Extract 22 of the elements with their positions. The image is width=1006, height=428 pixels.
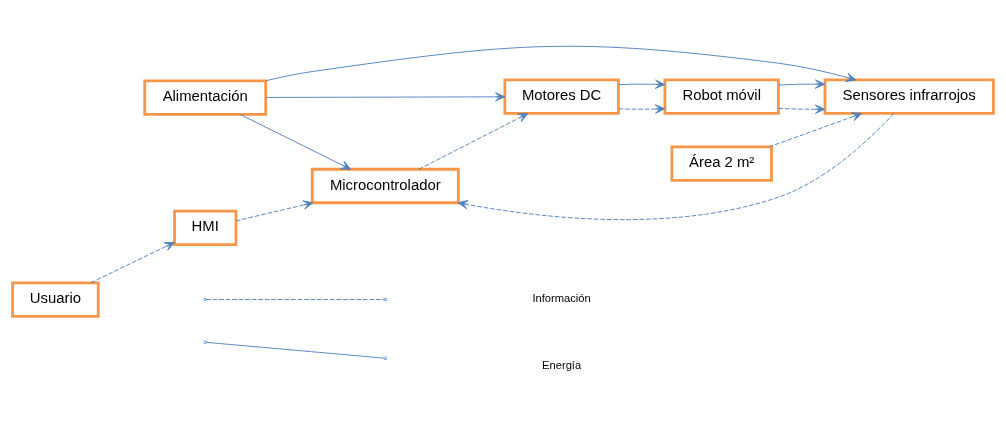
arrow (778, 78, 826, 89)
arrow (618, 79, 666, 89)
node-box: Usuario (11, 280, 100, 318)
arrow (265, 91, 506, 101)
node-box: HMI (173, 209, 238, 246)
arrow (618, 103, 666, 114)
node-box: Alimentación (143, 78, 268, 116)
node-box: Microcontrolador (310, 167, 460, 204)
arrow (457, 112, 894, 220)
arrow (768, 111, 863, 147)
arrow (90, 241, 175, 283)
arrow (778, 104, 826, 114)
node-box: Robot móvil (663, 78, 780, 115)
legend-label: Energía (542, 358, 582, 371)
node-box: Motores DC (503, 78, 620, 115)
node-box: Área 2 m² (670, 145, 773, 182)
arrow (265, 45, 857, 82)
node-box: Sensores infrarrojos (823, 78, 995, 115)
arrow (235, 199, 314, 221)
arrow (239, 113, 351, 170)
legend-label: Información (532, 291, 591, 304)
arrow (418, 112, 529, 170)
